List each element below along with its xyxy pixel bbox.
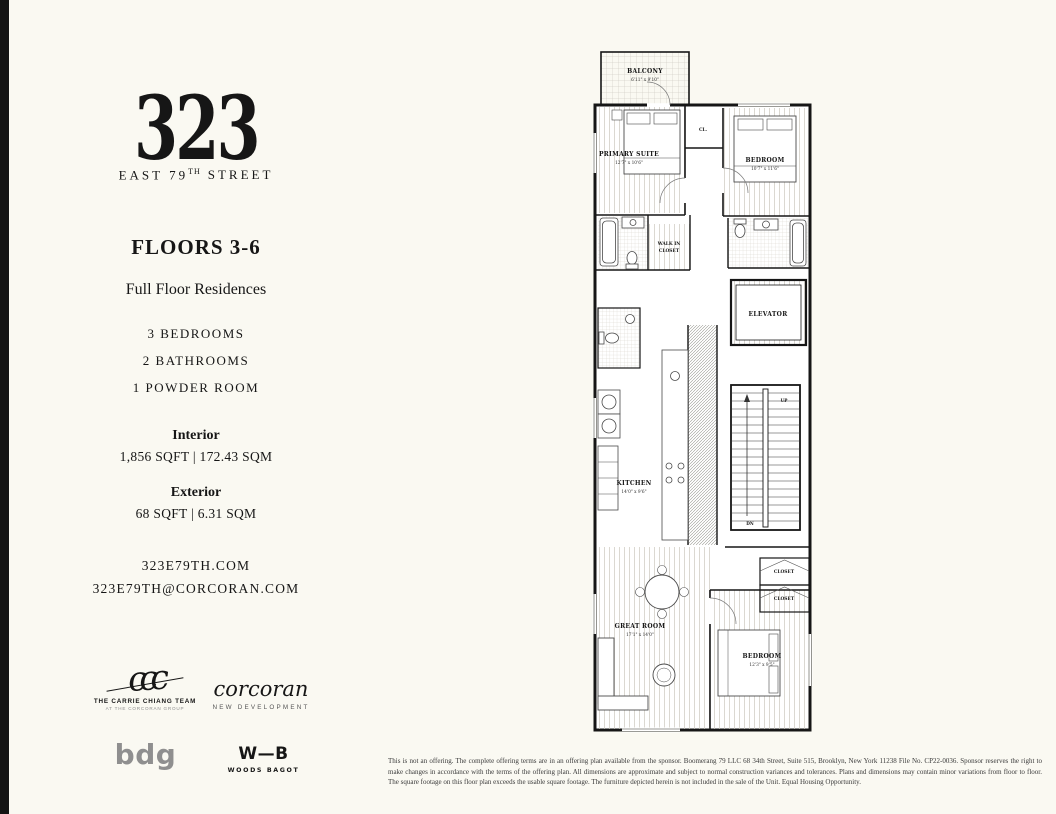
corcoran-script-mark: corcoran xyxy=(213,677,309,701)
ccc-script-mark: ccc xyxy=(127,657,163,701)
kitchen-label: KITCHEN xyxy=(616,480,651,487)
feature-bedrooms: 3 BEDROOMS xyxy=(147,326,245,341)
ccc-team-subtitle: AT THE CORCORAN GROUP xyxy=(105,706,185,711)
balcony-label: BALCONY xyxy=(627,68,663,75)
street-prefix: EAST 79 xyxy=(118,167,189,183)
bedroom-bottom-label: BEDROOM xyxy=(742,653,781,660)
closet-lower-label: CLOSET xyxy=(774,597,795,602)
balcony-dims: 6'11" x 9'10" xyxy=(631,78,659,83)
interior-label: Interior xyxy=(172,428,220,443)
closet-upper-label: CLOSET xyxy=(774,570,795,575)
doors xyxy=(646,81,749,625)
walk-in-closet-label-2: CLOSET xyxy=(659,249,680,254)
bedroom-top-label: BEDROOM xyxy=(745,157,784,164)
balcony-room xyxy=(600,51,690,106)
stairs-up-label: UP xyxy=(781,398,789,403)
bdg-logo: bdg xyxy=(114,738,177,771)
woods-bagot-logo: W—B WOODS BAGOT xyxy=(216,744,311,774)
elevator-label: ELEVATOR xyxy=(749,311,789,318)
carrie-chiang-team-logo: ccc THE CARRIE CHIANG TEAM AT THE CORCOR… xyxy=(86,657,204,711)
staircase xyxy=(730,384,801,531)
ccc-team-name: THE CARRIE CHIANG TEAM xyxy=(93,698,197,705)
interior-walls xyxy=(595,105,810,729)
street-name: EAST 79TH STREET xyxy=(10,167,382,183)
wb-mark: W—B xyxy=(238,744,289,764)
corcoran-logo: corcoran NEW DEVELOPMENT xyxy=(206,677,316,712)
bedroom-bottom-dims: 12'3" x 9'5" xyxy=(749,663,774,668)
street-ordinal: TH xyxy=(188,167,201,176)
bedroom-furniture xyxy=(611,109,797,697)
primary-suite-label: PRIMARY SUITE xyxy=(599,151,659,158)
bath-fixtures xyxy=(597,216,807,439)
exterior-label: Exterior xyxy=(170,485,222,500)
feature-bathrooms: 2 BATHROOMS xyxy=(142,353,250,368)
interior-value: 1,856 SQFT | 172.43 SQM xyxy=(119,449,273,464)
exterior-value: 68 SQFT | 6.31 SQM xyxy=(135,506,257,521)
great-room-furniture xyxy=(597,565,689,711)
website-link[interactable]: 323E79TH.COM xyxy=(141,558,251,573)
floors-title: FLOORS 3-6 xyxy=(131,235,261,259)
wb-name: WOODS BAGOT xyxy=(227,767,300,774)
building-number-text: 323 xyxy=(134,76,261,180)
bedroom-top-dims: 10'7" x 11'6" xyxy=(751,167,779,172)
legal-disclaimer: This is not an offering. The complete of… xyxy=(388,757,1042,786)
feature-powder-room: 1 POWDER ROOM xyxy=(132,380,260,395)
windows xyxy=(592,102,813,733)
kitchen-fixtures xyxy=(597,349,689,541)
page-edge xyxy=(0,0,9,814)
great-room-dims: 17'1" x 14'0" xyxy=(626,633,654,638)
building-number: 323 xyxy=(10,84,382,172)
street-suffix: STREET xyxy=(207,167,274,183)
cl-closet-label: CL. xyxy=(699,128,708,133)
kitchen-dims: 14'0" x 9'6" xyxy=(621,490,646,495)
email-link[interactable]: 323E79TH@CORCORAN.COM xyxy=(92,581,300,596)
primary-suite-dims: 12'7" x 10'6" xyxy=(615,161,643,166)
stairs-dn-label: DN xyxy=(746,521,754,526)
walk-in-closet-label-1: WALK IN xyxy=(657,242,681,247)
corcoran-subtitle: NEW DEVELOPMENT xyxy=(212,704,310,711)
residence-type: Full Floor Residences xyxy=(125,281,267,298)
great-room-label: GREAT ROOM xyxy=(615,623,666,630)
floor-plan: BALCONY 6'11" x 9'10" PRIMARY SUITE 12'7… xyxy=(592,51,813,733)
